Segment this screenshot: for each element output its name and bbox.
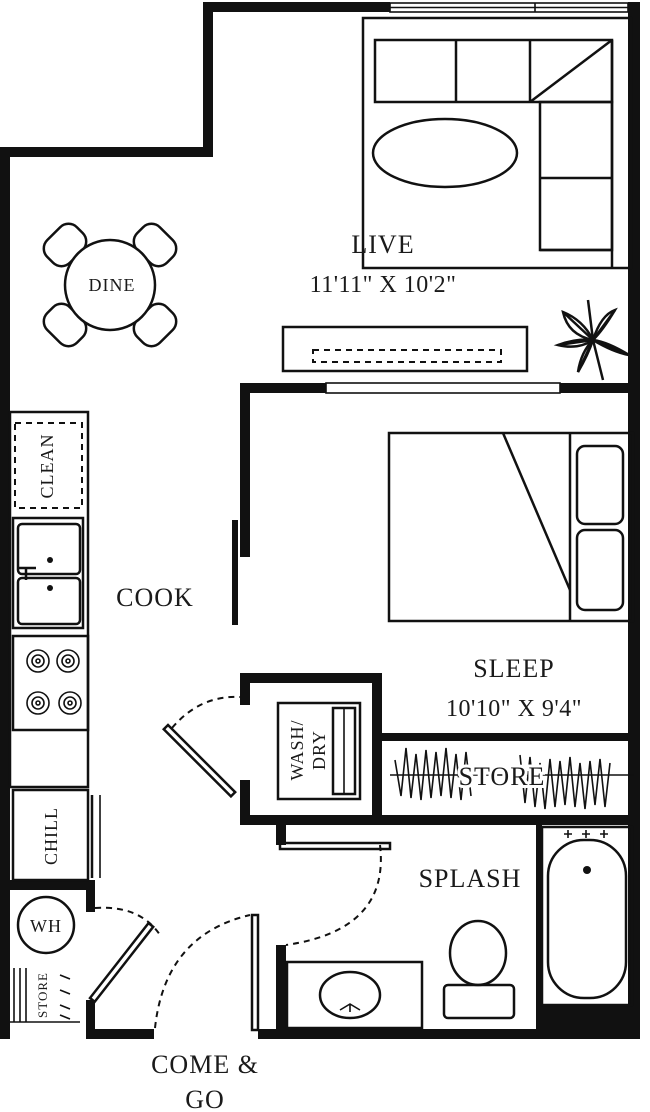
wash-label: Wash/: [287, 719, 307, 780]
live-room-name: Live: [351, 230, 414, 259]
kitchen-counter: [8, 410, 90, 789]
store-closet-label: Store: [459, 762, 546, 791]
entry-label-line2: Go: [185, 1085, 225, 1112]
clean-label: Clean: [37, 434, 57, 499]
coffee-table: [371, 117, 519, 189]
exterior-walls: [0, 2, 640, 1039]
room-labels: Live 11'11" X 10'2" Dine Cook Sleep 10'1…: [30, 230, 582, 1112]
refrigerator: [11, 788, 101, 882]
bathtub: [540, 825, 634, 1007]
dine-label: Dine: [89, 275, 136, 295]
doors: [88, 695, 392, 1032]
kitchen-sink: [11, 516, 85, 630]
plant-icon: [553, 299, 630, 381]
washer-dryer: [276, 701, 362, 801]
windows: [389, 2, 629, 13]
chill-label: Chill: [41, 807, 61, 865]
splash-label: Splash: [419, 864, 522, 893]
bathroom-vanity: [285, 960, 424, 1030]
entry-label-line1: Come &: [151, 1050, 259, 1079]
dry-label: Dry: [309, 730, 329, 770]
toilet: [442, 919, 516, 1020]
water-heater-label: WH: [30, 916, 62, 936]
cook-label: Cook: [116, 583, 194, 612]
bed: [387, 431, 635, 623]
interior-walls: [0, 382, 640, 1035]
entry-store-label: Store: [35, 972, 50, 1018]
dining-table: [42, 222, 178, 348]
closet-hangers: [390, 747, 634, 810]
sleep-room-dimensions: 10'10" X 9'4": [446, 696, 582, 722]
stove-range: [11, 634, 90, 732]
entry-store-shelves: [10, 968, 80, 1023]
sectional-sofa: [361, 16, 633, 270]
live-room-dimensions: 11'11" X 10'2": [310, 272, 457, 298]
sleep-room-name: Sleep: [473, 654, 555, 683]
tv-console: [281, 325, 529, 373]
water-heater: [16, 895, 76, 955]
